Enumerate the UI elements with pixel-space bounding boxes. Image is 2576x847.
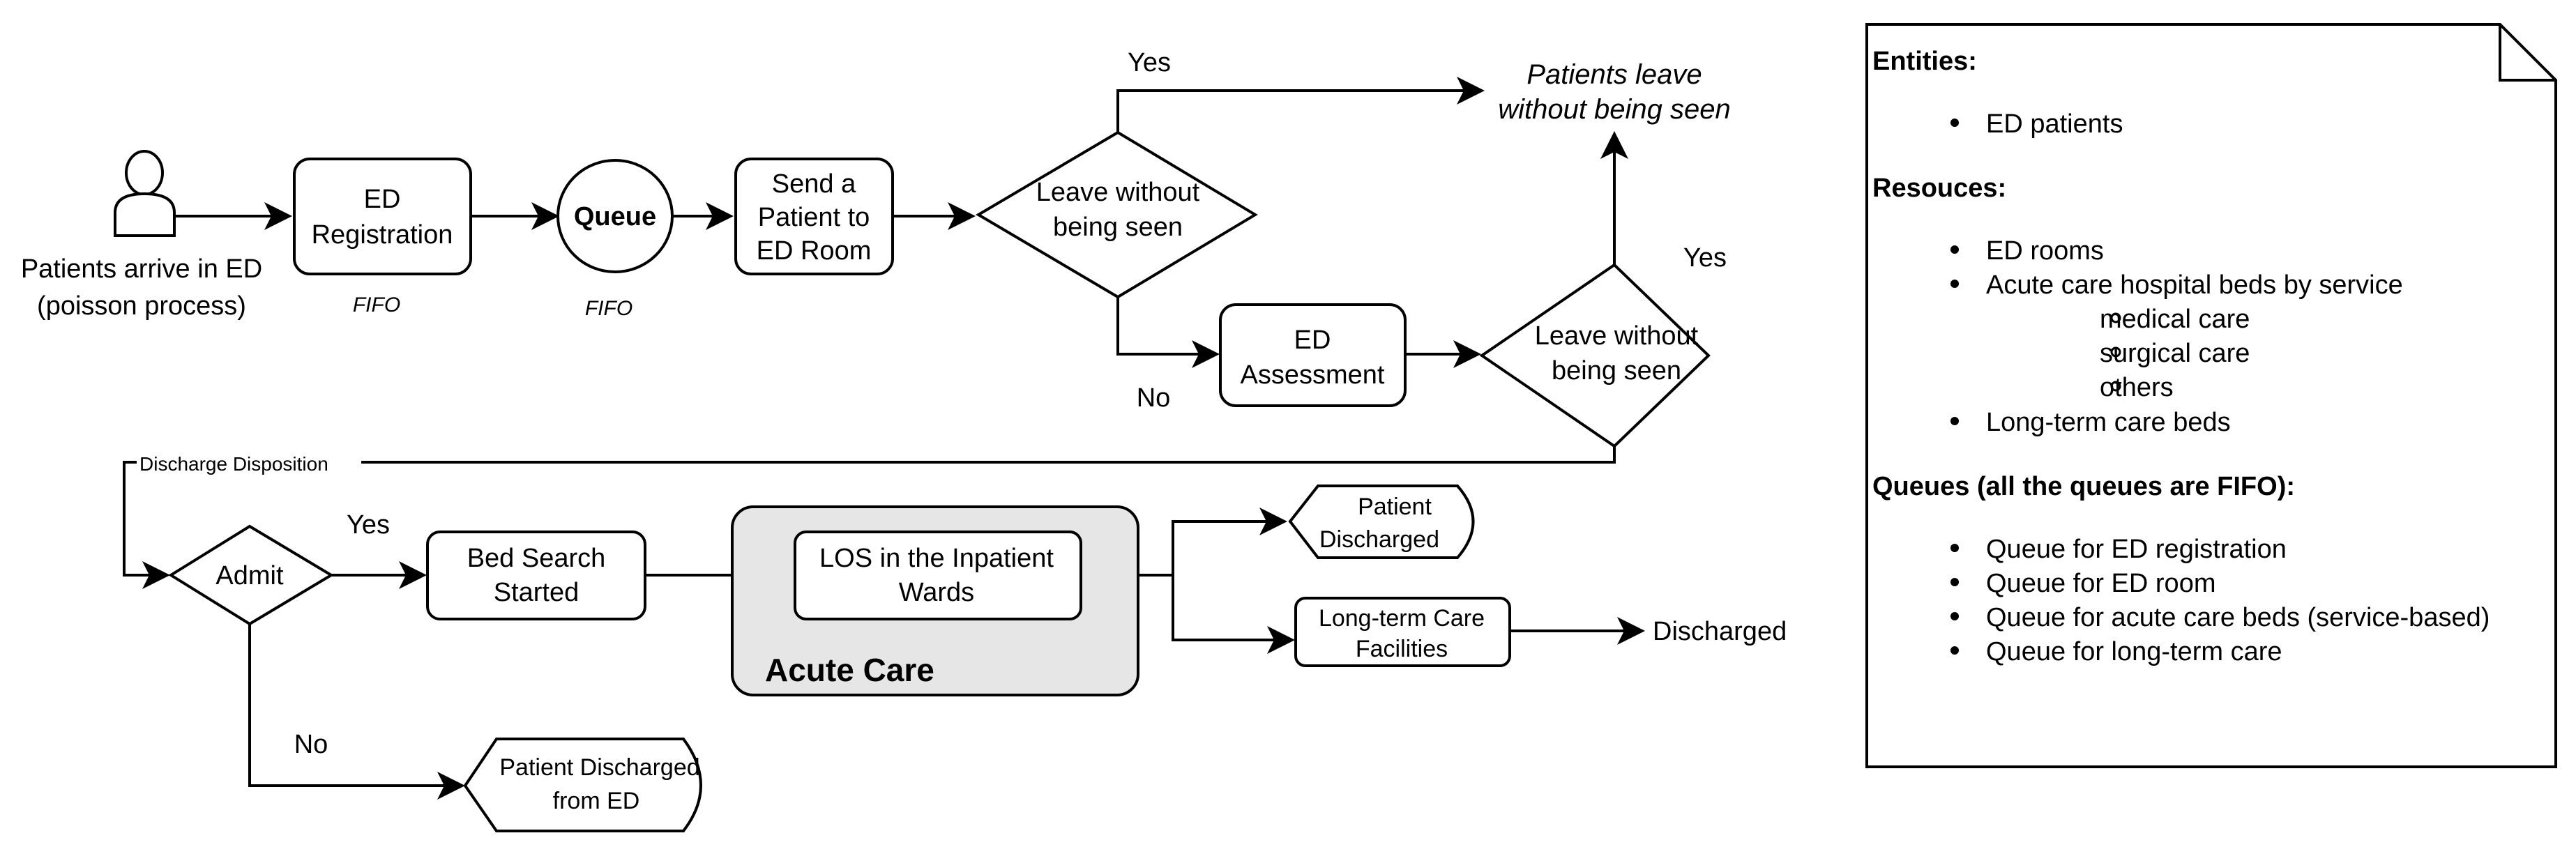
edge-split-to-ltc bbox=[1172, 575, 1295, 654]
bullet bbox=[1950, 417, 1959, 425]
bullet bbox=[1950, 578, 1959, 586]
resource-item: Acute care hospital beds by service bbox=[1986, 270, 2403, 300]
queues-heading: Queues (all the queues are FIFO): bbox=[1872, 472, 2295, 501]
lwbs-decision-2: Leave without being seen Yes bbox=[1479, 243, 1727, 448]
ltc-label-line1: Long-term Care bbox=[1319, 605, 1485, 632]
bed-service-item: medical care bbox=[2100, 305, 2250, 334]
bullet bbox=[1950, 245, 1959, 254]
registration-label-line2: Registration bbox=[312, 220, 453, 250]
bullet bbox=[1950, 280, 1959, 288]
queue-label: Queue bbox=[574, 202, 656, 231]
queue-node: Queue FIFO bbox=[556, 159, 674, 320]
admit-label: Admit bbox=[215, 561, 284, 590]
assessment-label-line2: Assessment bbox=[1241, 360, 1385, 390]
bed-search-label-line1: Bed Search bbox=[467, 544, 606, 573]
registration-discipline: FIFO bbox=[353, 293, 400, 316]
bullet bbox=[1950, 544, 1959, 552]
lwbs1-no-label: No bbox=[1137, 383, 1171, 413]
entities-heading: Entities: bbox=[1872, 47, 1977, 76]
leave-end-line2: without being seen bbox=[1498, 94, 1731, 125]
long-term-care-node: Long-term Care Facilities bbox=[1294, 597, 1511, 667]
admit-decision: Admit Yes No bbox=[168, 510, 390, 759]
bullet bbox=[1950, 119, 1959, 127]
edge-admit-no-to-discharged-ed bbox=[248, 624, 465, 800]
person-icon-body bbox=[114, 192, 176, 237]
bullet bbox=[1950, 612, 1959, 620]
discharged-terminal: Discharged bbox=[1653, 617, 1787, 646]
lwbs2-yes-label: Yes bbox=[1683, 243, 1727, 273]
registration-label-line1: ED bbox=[364, 185, 401, 214]
arrival-actor: Patients arrive in ED (poisson process) bbox=[21, 150, 262, 321]
notes-document-shape bbox=[1865, 23, 2557, 768]
queue-item: Queue for ED registration bbox=[1986, 535, 2287, 564]
patient-discharged-line1: Patient bbox=[1358, 494, 1432, 520]
admit-no-label: No bbox=[294, 730, 328, 759]
ed-assessment-node: ED Assessment bbox=[1219, 303, 1407, 407]
discharged-from-ed-line2: from ED bbox=[553, 788, 640, 814]
queue-item: Queue for acute care beds (service-based… bbox=[1986, 603, 2490, 632]
los-label-line2: Wards bbox=[899, 578, 974, 607]
queue-discipline: FIFO bbox=[585, 297, 632, 320]
person-icon-head bbox=[125, 150, 164, 196]
discharge-disposition-text: Discharge Disposition bbox=[139, 453, 328, 475]
resource-item: Long-term care beds bbox=[1986, 408, 2231, 437]
arrival-label-line1: Patients arrive in ED bbox=[21, 254, 262, 284]
lwbs1-label-line1: Leave without bbox=[1036, 178, 1200, 207]
send-room-label-line2: Patient to bbox=[758, 203, 870, 232]
acute-care-group: LOS in the Inpatient Wards Acute Care bbox=[731, 505, 1139, 696]
leave-without-seen-terminal: Patients leave without being seen bbox=[1498, 59, 1731, 125]
entity-item: ED patients bbox=[1986, 109, 2123, 139]
edge-discharge-disposition bbox=[123, 446, 1616, 589]
bed-service-item: others bbox=[2100, 373, 2174, 402]
bullet bbox=[1950, 646, 1959, 655]
sub-bullet bbox=[2110, 346, 2121, 358]
bed-search-node: Bed Search Started bbox=[426, 531, 646, 620]
leave-end-line1: Patients leave bbox=[1526, 59, 1702, 90]
arrival-label-line2: (poisson process) bbox=[37, 291, 246, 321]
admit-yes-label: Yes bbox=[347, 510, 390, 540]
sub-bullet bbox=[2110, 381, 2121, 392]
bed-service-item: surgical care bbox=[2100, 339, 2250, 368]
notes-panel: Entities: ED patients Resouces: ED rooms… bbox=[1865, 23, 2557, 768]
ltc-label-line2: Facilities bbox=[1356, 636, 1448, 662]
los-inpatient-node bbox=[794, 531, 1082, 620]
lwbs1-yes-label: Yes bbox=[1128, 48, 1171, 77]
notes-folded-corner bbox=[2499, 24, 2556, 82]
los-label-line1: LOS in the Inpatient bbox=[819, 544, 1054, 573]
send-to-ed-room-node: Send a Patient to ED Room bbox=[734, 158, 894, 275]
lwbs1-label-line2: being seen bbox=[1053, 213, 1183, 242]
patient-discharged-node: Patient Discharged bbox=[1288, 484, 1475, 559]
send-room-label-line1: Send a bbox=[772, 169, 856, 199]
edge-split-to-patient-discharged bbox=[1172, 508, 1287, 575]
discharged-from-ed-node: Patient Discharged from ED bbox=[463, 738, 702, 832]
lwbs2-label-line2: being seen bbox=[1552, 356, 1681, 386]
patient-discharged-line2: Discharged bbox=[1319, 526, 1439, 553]
send-room-label-line3: ED Room bbox=[757, 236, 872, 266]
lwbs2-label-line1: Leave without bbox=[1535, 321, 1699, 351]
queue-item: Queue for ED room bbox=[1986, 569, 2215, 598]
queue-item: Queue for long-term care bbox=[1986, 637, 2282, 666]
resource-item: ED rooms bbox=[1986, 236, 2104, 266]
resources-heading: Resouces: bbox=[1872, 174, 2006, 203]
sub-bullet bbox=[2110, 312, 2121, 323]
acute-care-label: Acute Care bbox=[765, 652, 934, 688]
edge-lwbs1-no-to-assessment bbox=[1116, 297, 1220, 368]
discharge-disposition-label: Discharge Disposition bbox=[137, 452, 361, 475]
edge-lwbs1-yes-to-leave bbox=[1116, 77, 1485, 132]
bed-search-label-line2: Started bbox=[494, 578, 579, 607]
ed-registration-node: ED Registration FIFO bbox=[293, 158, 472, 316]
assessment-label-line1: ED bbox=[1294, 326, 1331, 355]
discharged-from-ed-line1: Patient Discharged bbox=[499, 754, 699, 781]
lwbs-decision-1: Leave without being seen Yes No bbox=[976, 48, 1258, 413]
